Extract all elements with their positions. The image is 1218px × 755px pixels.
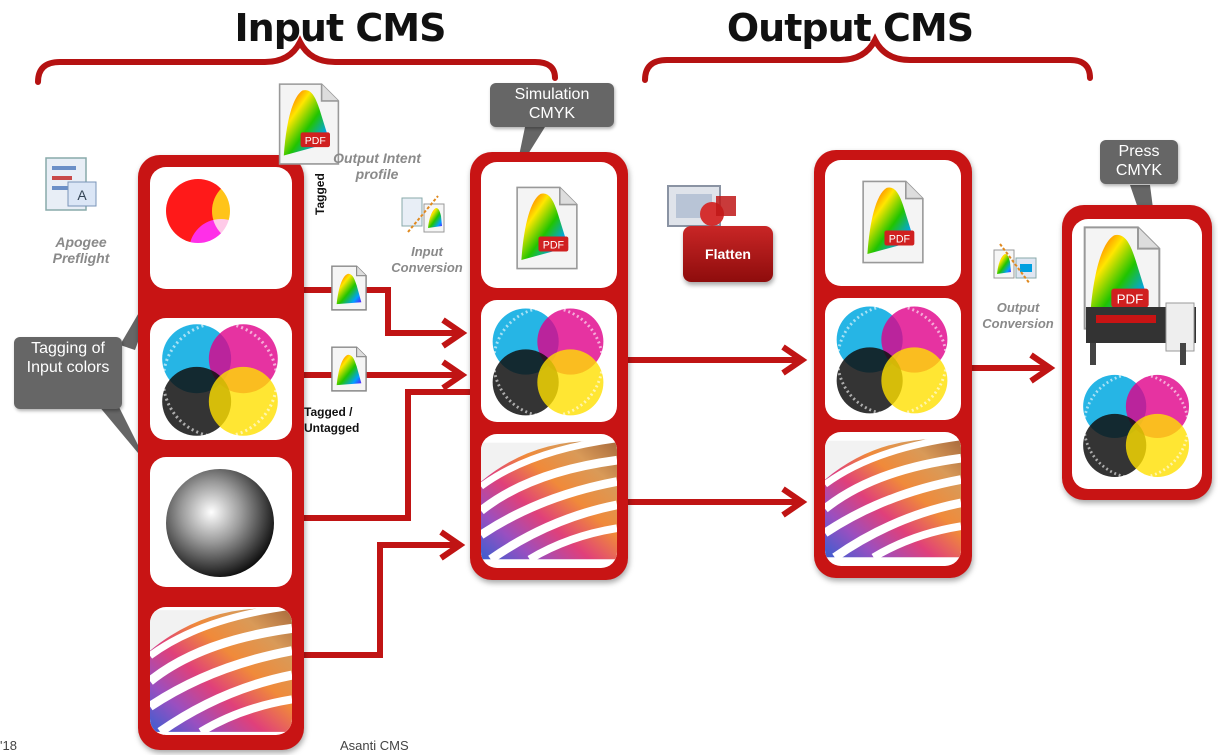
footer-caption: Asanti CMS: [340, 738, 409, 753]
pdf-profile-icon: [516, 186, 578, 270]
output-pdf-tile: [825, 160, 961, 286]
flatten-button[interactable]: Flatten: [683, 226, 773, 282]
spot-color-tile: [150, 607, 292, 735]
output-cmyk-tile: [825, 298, 961, 420]
apogee-preflight-label: Apogee Preflight: [52, 234, 110, 266]
input-conversion-label: Input Conversion: [391, 244, 463, 275]
color-fan-icon: [825, 432, 961, 566]
tagging-callout: Tagging of Input colors: [14, 337, 122, 409]
rgb-circles-icon: [166, 179, 276, 283]
cmyk-circles-icon: [835, 304, 949, 416]
simulation-column: [470, 152, 628, 580]
tagging-pointer-lower: [98, 405, 148, 465]
cmyk-circles-icon: [1081, 372, 1191, 480]
flatten-layers-icon: [667, 185, 736, 227]
output-intent-profile-label: Output Intent profile: [333, 150, 421, 182]
input-conversion-icon: [401, 195, 445, 233]
page-number-fragment: '18: [0, 738, 17, 753]
press-tile: [1072, 219, 1202, 489]
simulation-pdf-tile: [481, 162, 617, 288]
output-conversion-label: Output Conversion: [982, 300, 1054, 331]
simulation-cmyk-callout: Simulation CMYK: [490, 83, 614, 127]
output-cms-title: Output CMS: [726, 6, 974, 50]
printer-press-icon: [1083, 226, 1196, 365]
gray-tile: [150, 457, 292, 587]
input-cms-brace: [35, 35, 558, 85]
grayscale-sphere-icon: [166, 469, 274, 577]
output-column: [814, 150, 972, 578]
output-spot-tile: [825, 432, 961, 566]
simulation-spot-tile: [481, 434, 617, 568]
pdf-profile-icon: [862, 180, 924, 264]
cmyk-circles-icon: [160, 321, 280, 439]
color-fan-icon: [150, 607, 292, 735]
cmyk-tile: [150, 318, 292, 440]
tagged-label: Tagged: [313, 173, 327, 215]
cmyk-circles-icon: [491, 306, 605, 418]
tagged-doc-icon: [331, 265, 367, 311]
color-fan-icon: [481, 434, 617, 568]
svg-text:A: A: [77, 187, 87, 203]
rgb-tile: [150, 167, 292, 289]
tagged-untagged-doc-icon: [331, 346, 367, 392]
input-cms-title: Input CMS: [234, 6, 447, 50]
input-colors-column: [138, 155, 304, 750]
preflight-icon: A: [45, 157, 97, 211]
tagged-untagged-label: Tagged / Untagged: [304, 405, 360, 435]
output-cms-brace: [642, 33, 1093, 83]
press-cmyk-callout: Press CMYK: [1100, 140, 1178, 184]
output-conversion-icon: [993, 243, 1037, 285]
simulation-cmyk-tile: [481, 300, 617, 422]
press-column: [1062, 205, 1212, 500]
